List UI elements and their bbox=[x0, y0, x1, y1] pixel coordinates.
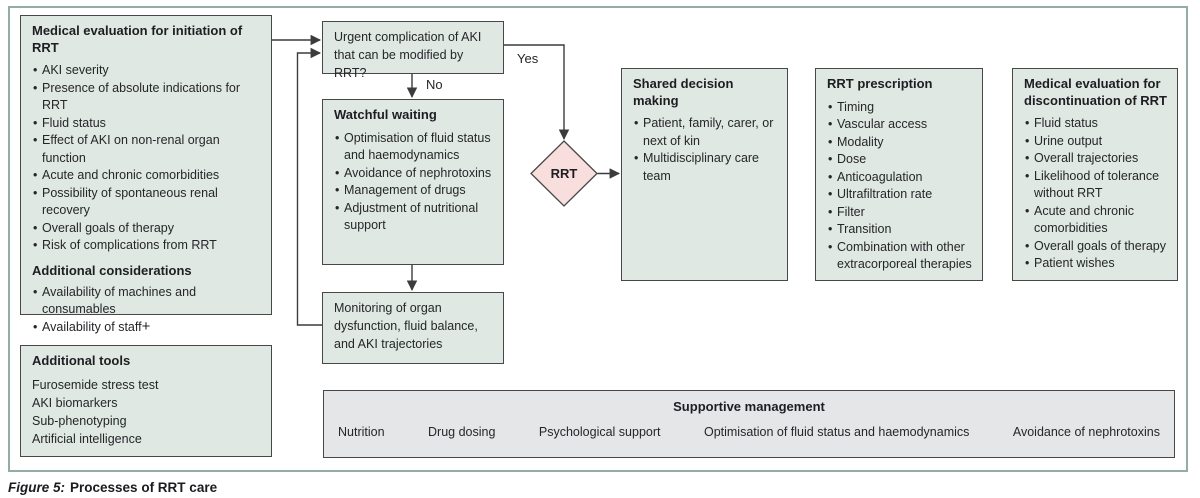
list-item: Combination with other extracorporeal th… bbox=[827, 239, 976, 274]
list-item: Possibility of spontaneous renal recover… bbox=[32, 185, 265, 220]
list-item: Nutrition bbox=[338, 425, 385, 439]
list-item: Patient, family, carer, or next of kin bbox=[633, 115, 781, 150]
list-item: Dose bbox=[827, 151, 976, 169]
list-item: Overall goals of therapy bbox=[1024, 238, 1171, 256]
list-item: AKI severity bbox=[32, 62, 265, 80]
list-item: Adjustment of nutritional support bbox=[334, 200, 497, 235]
list-item: Urine output bbox=[1024, 133, 1171, 151]
shared-decision-list: Patient, family, carer, or next of kinMu… bbox=[633, 115, 781, 185]
figure-caption-title: Processes of RRT care bbox=[70, 480, 218, 495]
initiation-title: Medical evaluation for initiation of RRT bbox=[32, 23, 243, 55]
list-item: Avoidance of nephrotoxins bbox=[1012, 425, 1160, 439]
rrt-prescription-box: RRT prescription TimingVascular accessMo… bbox=[815, 68, 983, 281]
list-item: Fluid status bbox=[1024, 115, 1171, 133]
discontinuation-box: Medical evaluation for discontinuation o… bbox=[1012, 68, 1178, 281]
list-item: Fluid status bbox=[32, 115, 265, 133]
supportive-management-bar: Supportive management Nutrition Drug dosi… bbox=[323, 390, 1175, 458]
plus-connector: + bbox=[141, 318, 151, 335]
list-item: Timing bbox=[827, 99, 976, 117]
discontinuation-list: Fluid statusUrine outputOverall trajecto… bbox=[1024, 115, 1171, 273]
list-item: Artificial intelligence bbox=[32, 432, 142, 446]
initiation-box: Medical evaluation for initiation of RRT… bbox=[20, 15, 272, 336]
list-item: Anticoagulation bbox=[827, 169, 976, 187]
monitoring-text: Monitoring of organ dysfunction, fluid b… bbox=[334, 301, 478, 351]
list-item: Availability of machines and consumables bbox=[32, 284, 265, 319]
list-item: Patient wishes bbox=[1024, 255, 1171, 273]
rrt-prescription-list: TimingVascular accessModalityDoseAnticoa… bbox=[827, 99, 976, 274]
watchful-waiting-list: Optimisation of fluid status and haemody… bbox=[334, 130, 497, 235]
additional-considerations-list: Availability of machines and consumables… bbox=[32, 284, 265, 337]
list-item: Filter bbox=[827, 204, 976, 222]
no-edge-label: No bbox=[426, 77, 443, 92]
list-item: Ultrafiltration rate bbox=[827, 186, 976, 204]
discontinuation-title: Medical evaluation for discontinuation o… bbox=[1024, 76, 1167, 108]
urgent-complication-box: Urgent complication of AKI that can be m… bbox=[322, 21, 504, 80]
list-item: AKI biomarkers bbox=[32, 395, 118, 410]
list-item: Availability of staff bbox=[32, 319, 265, 337]
list-item: Effect of AKI on non-renal organ functio… bbox=[32, 132, 265, 167]
rrt-decision-label: RRT bbox=[550, 165, 578, 181]
yes-edge-label: Yes bbox=[517, 51, 539, 66]
list-item: Avoidance of nephrotoxins bbox=[334, 165, 497, 183]
shared-decision-box: Shared decision making Patient, family, … bbox=[621, 68, 788, 281]
supportive-management-items: Nutrition Drug dosing Psychological suppor… bbox=[338, 425, 1160, 439]
additional-tools-title: Additional tools bbox=[32, 353, 131, 368]
list-item: Optimisation of fluid status and haemody… bbox=[334, 130, 497, 165]
list-item: Multidisciplinary care team bbox=[633, 150, 781, 185]
list-item: Modality bbox=[827, 134, 976, 152]
list-item: Sub-phenotyping bbox=[32, 413, 127, 428]
monitoring-box: Monitoring of organ dysfunction, fluid b… bbox=[322, 292, 504, 364]
list-item: Vascular access bbox=[827, 116, 976, 134]
list-item: Risk of complications from RRT bbox=[32, 237, 265, 255]
list-item: Presence of absolute indications for RRT bbox=[32, 80, 265, 115]
figure-caption: Figure 5: Processes of RRT care bbox=[8, 480, 217, 495]
watchful-waiting-title: Watchful waiting bbox=[334, 107, 437, 122]
list-item: Management of drugs bbox=[334, 182, 497, 200]
list-item: Overall trajectories bbox=[1024, 150, 1171, 168]
list-item: Psychological support bbox=[538, 425, 661, 439]
watchful-waiting-box: Watchful waiting Optimisation of fluid s… bbox=[322, 99, 504, 265]
list-item: Furosemide stress test bbox=[32, 377, 159, 392]
list-item: Overall goals of therapy bbox=[32, 220, 265, 238]
list-item: Likelihood of tolerance without RRT bbox=[1024, 168, 1171, 203]
urgent-complication-text: Urgent complication of AKI that can be m… bbox=[334, 30, 482, 80]
list-item: Transition bbox=[827, 221, 976, 239]
supportive-management-title: Supportive management bbox=[673, 399, 825, 414]
list-item: Acute and chronic comorbidities bbox=[1024, 203, 1171, 238]
initiation-bullet-list: AKI severityPresence of absolute indicat… bbox=[32, 62, 265, 255]
list-item: Optimisation of fluid status and haemody… bbox=[703, 425, 970, 439]
list-item: Drug dosing bbox=[428, 425, 496, 439]
shared-decision-title: Shared decision making bbox=[633, 76, 734, 108]
list-item: Acute and chronic comorbidities bbox=[32, 167, 265, 185]
additional-considerations-title: Additional considerations bbox=[32, 262, 192, 278]
rrt-prescription-title: RRT prescription bbox=[827, 76, 933, 91]
figure-caption-number: Figure 5: bbox=[8, 480, 66, 495]
